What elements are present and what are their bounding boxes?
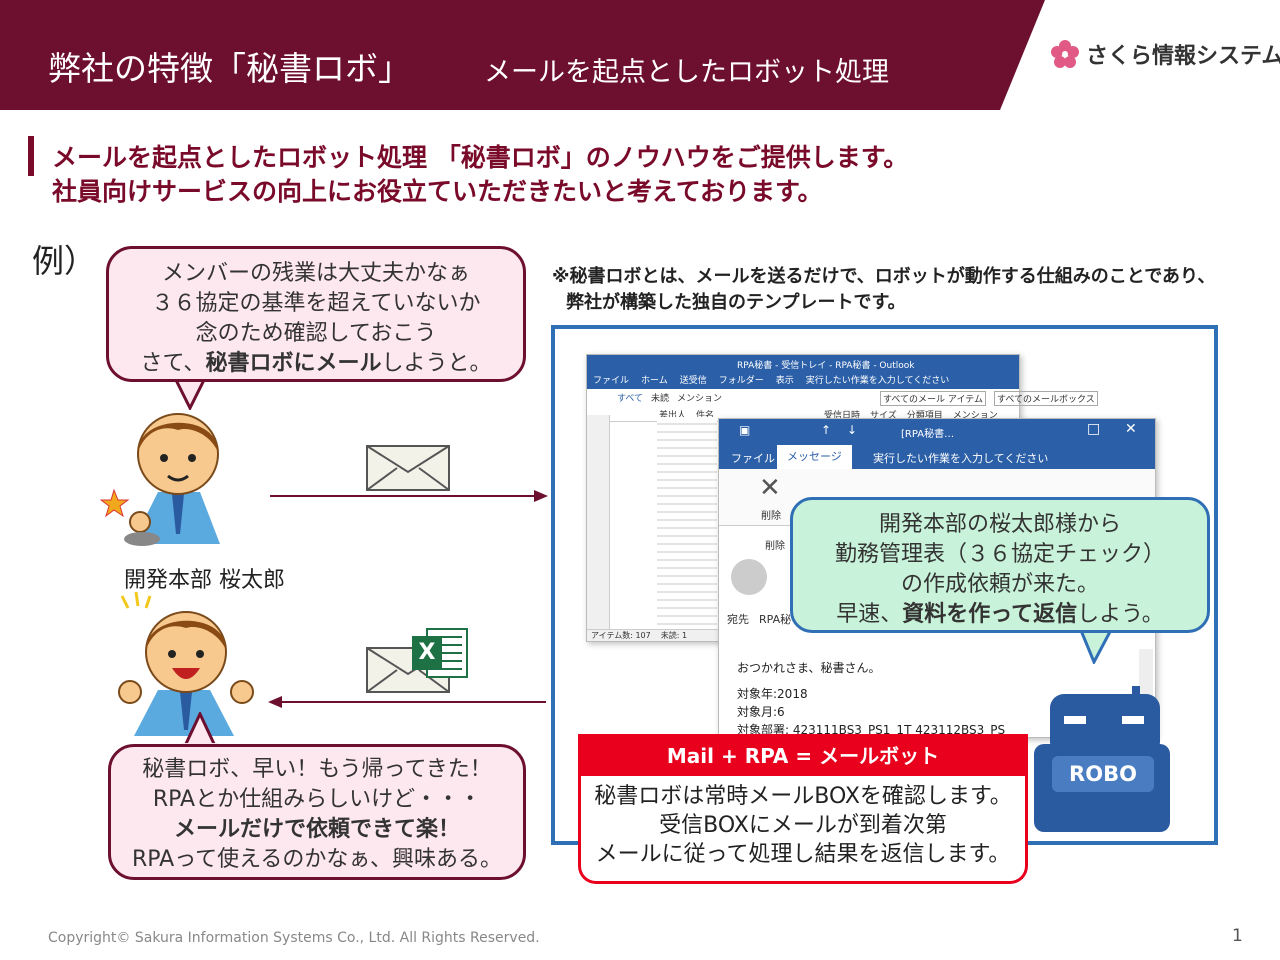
outlook-title: RPA秘書 - 受信トレイ - RPA秘書 - Outlook (737, 361, 915, 371)
robot-label: ROBO (1069, 762, 1137, 786)
company-logo: さくら情報システム (1050, 38, 1280, 70)
mailbot-title: Mail + RPA = メールボット (578, 734, 1028, 776)
col-category[interactable]: 分類項目 (906, 411, 943, 421)
col-from[interactable]: 差出人 (659, 411, 687, 421)
header-banner (0, 0, 1045, 110)
arrow-to-employee (268, 696, 546, 708)
maximize-icon[interactable]: □ (1087, 421, 1101, 437)
col-mention[interactable]: メンション (952, 411, 998, 421)
excel-label: X (412, 636, 442, 670)
speech-bubble-request: メンバーの残業は大丈夫かなぁ ３６協定の基準を超えていないか 念のため確認してお… (106, 246, 526, 382)
message-list[interactable] (657, 417, 717, 627)
avatar (731, 559, 767, 595)
status-item-count: アイテム数: 107 (591, 631, 651, 640)
employee-happy-icon (118, 591, 254, 736)
bubble-line: さて、秘書ロボにメールしようと。 (109, 349, 523, 379)
mailbox-scope-select[interactable]: すべてのメールボックス (994, 391, 1098, 406)
bubble-line: 秘書ロボ、早い！もう帰ってきた！ (142, 757, 492, 782)
headline-line-1: メールを起点としたロボット処理 「秘書ロボ」のノウハウをご提供します。 (52, 143, 909, 172)
mailbot-line: 秘書ロボは常時メールBOXを確認します。 (594, 784, 1012, 809)
bubble-text: さて、 (140, 351, 206, 376)
delete-group-label: 削除 (765, 541, 785, 552)
mailbot-description: 秘書ロボは常時メールBOXを確認します。 受信BOXにメールが到着次第 メールに… (578, 776, 1028, 884)
close-icon[interactable]: ✕ (1125, 421, 1137, 437)
bubble-bold-text: 資料を作って返信 (902, 602, 1078, 627)
headline-line-2: 社員向けサービスの向上にお役立ていただきたいと考えております。 (52, 177, 823, 206)
employee-thinking-icon (100, 413, 220, 546)
tell-me-input[interactable]: 実行したい作業を入力してください (873, 452, 1049, 465)
envelope-icon (366, 445, 450, 491)
tab-file[interactable]: ファイル (731, 452, 775, 465)
mail-titlebar: ▣ ↑ ↓ [RPA秘書… □ ✕ (719, 419, 1155, 445)
bubble-line: メンバーの残業は大丈夫かなぁ (161, 261, 470, 286)
mailbot-line: 受信BOXにメールが到着次第 (659, 813, 947, 838)
bubble-bold-text: 秘書ロボにメール (205, 351, 382, 376)
bubble-line: の作成依頼が来た。 (900, 572, 1099, 597)
mail-body-line: 対象年:2018 (737, 687, 808, 701)
bubble-line: 開発本部の桜太郎様から (878, 512, 1121, 537)
tab-all[interactable]: すべて (617, 394, 644, 404)
page-subtitle: メールを起点としたロボット処理 (484, 57, 889, 88)
bubble-text: しよう。 (1077, 602, 1164, 627)
tab-unread[interactable]: 未読 (651, 394, 670, 404)
robot-icon: ROBO (1034, 686, 1170, 832)
col-received[interactable]: 受信日時 (824, 411, 861, 421)
bubble-line: ３６協定の基準を超えていないか (151, 291, 481, 316)
col-subject[interactable]: 件名 (696, 411, 715, 421)
ribbon-tabs: ファイル メッセージ 実行したい作業を入力してください (719, 445, 1155, 469)
tab-message[interactable]: メッセージ (777, 445, 852, 469)
speech-bubble-robot: 開発本部の桜太郎様から 勤務管理表（３６協定チェック） の作成依頼が来た。 早速… (790, 497, 1210, 633)
mail-body-line: おつかれさま、秘書さん。 (737, 661, 881, 675)
up-arrow-icon[interactable]: ↑ (821, 423, 832, 437)
person-name: 開発本部 桜太郎 (124, 568, 285, 593)
copyright: Copyright© Sakura Information Systems Co… (48, 930, 540, 946)
bubble-text: 早速、 (836, 602, 903, 627)
mailbot-line: メールに従って処理し結果を返信します。 (595, 842, 1011, 867)
bubble-line: RPAって使えるのかなぁ、興味ある。 (132, 847, 502, 872)
mail-body-line: 対象部署: 423111BS3_PS1_1T 423112BS3_PS (737, 723, 1006, 737)
down-arrow-icon[interactable]: ↓ (847, 423, 858, 437)
delete-icon[interactable]: ✕ (759, 473, 781, 503)
col-size[interactable]: サイズ (870, 411, 897, 421)
bubble-line: 念のため確認しておこう (195, 321, 437, 346)
delete-button-label[interactable]: 削除 (761, 511, 781, 522)
search-scope-input[interactable]: すべてのメール アイテム (880, 391, 987, 406)
bubble-line: メールだけで依頼できて楽！ (173, 817, 460, 842)
note-line-2: 弊社が構築した独自のテンプレートです。 (566, 292, 906, 313)
page-title: 弊社の特徴「秘書ロボ」 (48, 49, 411, 88)
to-label: 宛先 (727, 613, 749, 626)
speech-bubble-reaction: 秘書ロボ、早い！もう帰ってきた！ RPAとか仕組みらしいけど・・・ メールだけで… (108, 744, 526, 880)
arrow-to-robot (270, 490, 548, 502)
mail-body: おつかれさま、秘書さん。 対象年:2018 対象月:6 対象部署: 423111… (737, 659, 1005, 739)
logo-text: さくら情報システム (1086, 44, 1280, 69)
mail-title: [RPA秘書… (901, 429, 955, 440)
excel-icon: X (412, 628, 468, 678)
example-label: 例） (32, 242, 97, 280)
outlook-titlebar: RPA秘書 - 受信トレイ - RPA秘書 - Outlook ファイル ホーム… (587, 355, 1019, 389)
note-line-1: ※秘書ロボとは、メールを送るだけで、ロボットが動作する仕組みのことであり、 (552, 266, 1216, 287)
menu-file[interactable]: ファイル (593, 376, 630, 386)
menu-view[interactable]: 表示 (775, 376, 794, 386)
page-number: 1 (1232, 926, 1243, 946)
menu-send-receive[interactable]: 送受信 (679, 376, 707, 386)
bubble-text: しようと。 (381, 351, 492, 376)
save-icon[interactable]: ▣ (739, 423, 751, 437)
headline-accent-bar (28, 136, 34, 176)
menu-home[interactable]: ホーム (641, 376, 668, 386)
bubble-tail-bottom (182, 712, 218, 748)
bubble-line: 早速、資料を作って返信しよう。 (793, 600, 1207, 630)
folder-pane[interactable] (587, 415, 610, 631)
status-unread-count: 未読: 1 (660, 631, 688, 640)
outlook-tabs: すべて 未読 メンション すべてのメール アイテム すべてのメールボックス (587, 389, 1098, 408)
bubble-tail-robot (1078, 628, 1114, 664)
mail-body-line: 対象月:6 (737, 705, 785, 719)
bubble-line: RPAとか仕組みらしいけど・・・ (152, 787, 482, 812)
tab-mention[interactable]: メンション (677, 394, 723, 404)
bubble-line: 勤務管理表（３６協定チェック） (834, 542, 1165, 567)
menu-folder[interactable]: フォルダー (718, 376, 764, 386)
to-value: RPA秘 (759, 613, 792, 626)
sakura-flower-icon (1051, 40, 1079, 68)
tell-me-input[interactable]: 実行したい作業を入力してください (805, 376, 950, 386)
